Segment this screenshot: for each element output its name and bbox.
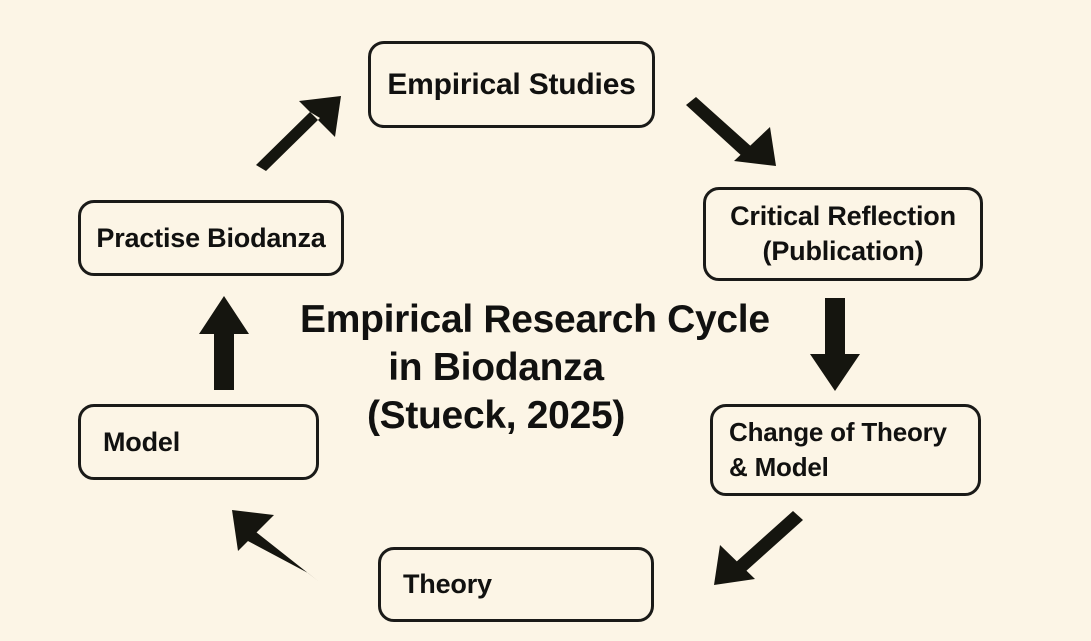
arrow-up-icon [196,292,252,390]
node-label: Theory [403,569,492,599]
title-line-3: (Stueck, 2025) [366,394,626,437]
node-label-line1: Change of Theory [729,417,947,447]
node-practise-biodanza: Practise Biodanza [78,200,344,276]
node-change-of-theory-and-model: Change of Theory & Model [710,404,981,496]
arrow-down-left-icon [707,509,807,591]
node-empirical-studies: Empirical Studies [368,41,655,128]
node-theory: Theory [378,547,654,622]
node-label-line2: (Publication) [762,236,924,266]
node-critical-reflection: Critical Reflection (Publication) [703,187,983,281]
title-line-2: in Biodanza [388,346,604,389]
node-label-line1: Critical Reflection [730,201,956,231]
node-label: Model [103,426,180,457]
arrow-up-right-icon [252,92,348,172]
title-line-1: Empirical Research Cycle [300,298,770,341]
arrow-down-right-icon [684,96,784,176]
diagram-title: Empirical Research Cycle in Biodanza (St… [300,296,770,440]
node-label: Empirical Studies [387,67,636,101]
node-label-line2: & Model [729,452,829,482]
arrow-down-icon [807,298,863,392]
arrow-up-left-icon [222,505,320,587]
node-model: Model [78,404,319,480]
node-label: Practise Biodanza [96,222,326,253]
